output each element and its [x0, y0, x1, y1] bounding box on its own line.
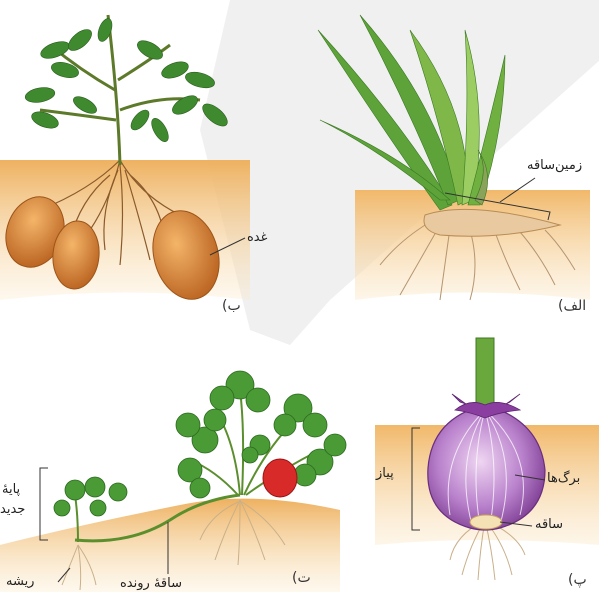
- potato-leaves: [24, 17, 231, 145]
- label-new-plant-line1: پایهٔ: [2, 482, 20, 497]
- label-new-plant-line2: جدید: [0, 502, 25, 517]
- panel-caption-be: ب): [222, 298, 241, 314]
- label-stem: ساقه: [535, 517, 563, 532]
- panel-caption-te: ت): [292, 570, 311, 586]
- label-leaves: برگ‌ها: [547, 471, 580, 486]
- label-tuber: غده: [247, 230, 267, 245]
- potato-stem: [40, 15, 200, 165]
- label-onion: پیاز: [376, 466, 394, 481]
- label-rhizome: زمین‌ساقه: [527, 158, 582, 173]
- panel-onion: [375, 338, 599, 580]
- label-root: ریشه: [6, 574, 34, 589]
- panel-potato: [0, 15, 250, 307]
- panel-caption-pe: پ): [568, 572, 587, 588]
- onion-shoot: [476, 338, 494, 413]
- onion-basal-stem: [470, 515, 502, 529]
- panel-caption-alef: الف): [558, 298, 586, 314]
- new-plant-bracket: [40, 468, 48, 540]
- strawberry-fruit: [263, 459, 297, 497]
- mother-plant-leaves: [176, 371, 346, 498]
- label-runner: ساقهٔ رونده: [120, 576, 182, 591]
- panel-strawberry: [0, 371, 346, 592]
- onion-bulb: [428, 405, 545, 530]
